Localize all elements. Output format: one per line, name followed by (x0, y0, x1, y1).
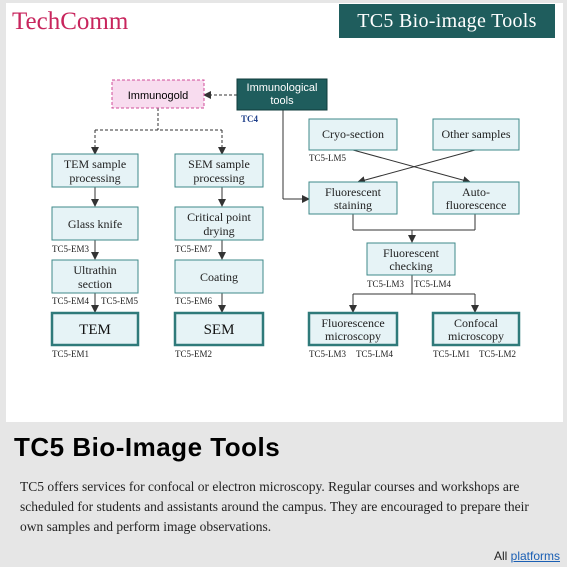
confocal-microscopy-line1: Confocal (454, 316, 499, 330)
sem-label: SEM (204, 322, 235, 338)
fluorescent-checking-line2: checking (389, 259, 432, 273)
node-fluorescent-checking: Fluorescent checking (366, 242, 456, 276)
critical-point-line2: drying (203, 224, 234, 238)
auto-fluorescence-line1: Auto- (462, 185, 490, 199)
confocal-microscopy-line2: microscopy (448, 329, 504, 343)
tem-sample-line2: processing (69, 171, 120, 185)
node-other-samples: Other samples (432, 118, 520, 151)
code-lm4-checking: TC5-LM4 (414, 279, 451, 289)
code-em7: TC5-EM7 (175, 244, 212, 254)
node-tem: TEM (50, 311, 140, 347)
footer-prefix: All (493, 549, 511, 563)
node-coating: Coating (174, 259, 264, 294)
workflow-diagram: Immunogold Immunological tools TC4 TEM s… (50, 78, 521, 359)
node-immunological-tools: Immunological tools (236, 78, 328, 111)
cryo-section-label: Cryo-section (322, 127, 384, 141)
code-em4: TC5-EM4 (52, 296, 89, 306)
node-immunological-line1: Immunological (247, 82, 318, 94)
other-samples-label: Other samples (442, 127, 511, 141)
code-lm2: TC5-LM2 (479, 349, 516, 359)
code-em1: TC5-EM1 (52, 349, 89, 359)
banner-title: TC5 Bio-image Tools (339, 4, 555, 38)
fluorescent-staining-line1: Fluorescent (325, 185, 382, 199)
page-title: TC5 Bio-Image Tools (14, 432, 281, 462)
coating-label: Coating (200, 270, 238, 284)
code-lm5: TC5-LM5 (309, 153, 346, 163)
critical-point-line1: Critical point (187, 210, 251, 224)
node-auto-fluorescence: Auto- fluorescence (432, 181, 520, 215)
description-text: TC5 offers services for confocal or elec… (20, 479, 529, 534)
node-fluorescence-microscopy: Fluorescence microscopy (307, 311, 399, 347)
node-tem-sample-processing: TEM sample processing (51, 153, 139, 188)
code-em6: TC5-EM6 (175, 296, 212, 306)
node-sem: SEM (173, 311, 265, 347)
code-lm3-checking: TC5-LM3 (367, 279, 404, 289)
node-immunological-line2: tools (270, 95, 294, 107)
sem-sample-line1: SEM sample (188, 157, 250, 171)
code-lm3: TC5-LM3 (309, 349, 346, 359)
tem-label: TEM (79, 322, 111, 338)
node-immunogold: Immunogold (111, 79, 205, 109)
fluorescence-microscopy-line1: Fluorescence (321, 316, 384, 330)
node-ultrathin-section: Ultrathin section (51, 259, 139, 294)
footer-links: All platforms (494, 549, 560, 563)
code-em3: TC5-EM3 (52, 244, 89, 254)
tc4-label: TC4 (241, 114, 259, 124)
brand-logo: TechComm (12, 8, 129, 35)
tem-sample-line1: TEM sample (64, 157, 126, 171)
node-sem-sample-processing: SEM sample processing (174, 153, 264, 188)
node-confocal-microscopy: Confocal microscopy (431, 311, 521, 347)
auto-fluorescence-line2: fluorescence (446, 198, 507, 212)
node-cryo-section: Cryo-section (308, 118, 398, 151)
code-lm4: TC5-LM4 (356, 349, 393, 359)
code-em5: TC5-EM5 (101, 296, 138, 306)
glass-knife-label: Glass knife (68, 217, 122, 231)
node-fluorescent-staining: Fluorescent staining (308, 181, 398, 215)
node-glass-knife: Glass knife (51, 206, 139, 241)
fluorescent-checking-line1: Fluorescent (383, 246, 440, 260)
fluorescent-staining-line2: staining (334, 198, 372, 212)
ultrathin-line2: section (78, 277, 112, 291)
fluorescence-microscopy-line2: microscopy (325, 329, 381, 343)
node-immunogold-label: Immunogold (128, 90, 189, 102)
platforms-link[interactable]: platforms (510, 549, 560, 563)
ultrathin-line1: Ultrathin (73, 263, 116, 277)
connector-lines (91, 91, 479, 313)
sem-sample-line2: processing (193, 171, 244, 185)
code-em2: TC5-EM2 (175, 349, 212, 359)
code-lm1: TC5-LM1 (433, 349, 470, 359)
node-critical-point-drying: Critical point drying (174, 206, 264, 241)
